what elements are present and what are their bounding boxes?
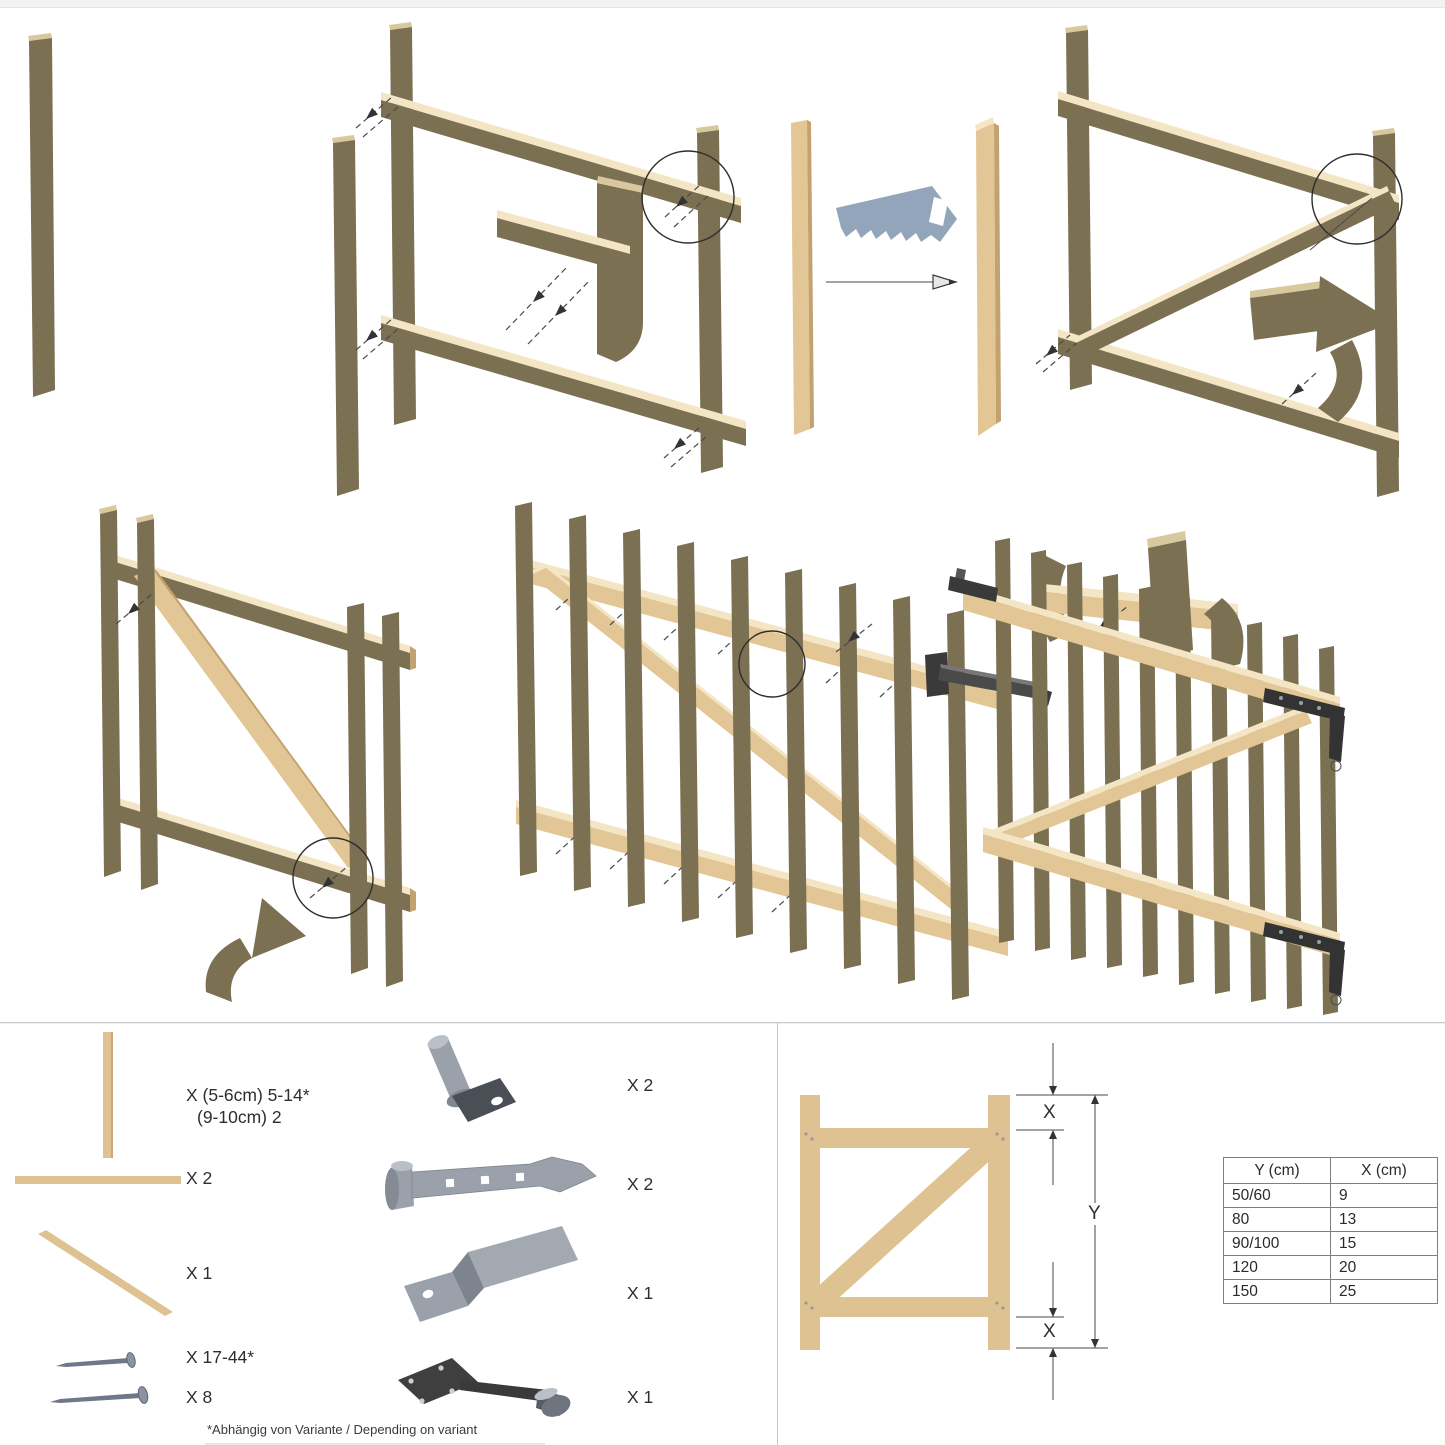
panel-divider-horizontal	[0, 1022, 1445, 1023]
rail-qty-label: X 2	[186, 1168, 213, 1188]
rail-fixing-callout	[497, 176, 643, 362]
parts-wood-icons	[15, 1032, 181, 1404]
parts-hardware-icons	[385, 1035, 597, 1417]
detail-circle	[641, 150, 735, 244]
hand-saw-icon	[836, 186, 957, 242]
table-header-y: Y (cm)	[1223, 1157, 1331, 1184]
hinge-pin-qty-label: X 2	[627, 1075, 654, 1095]
nail-icon	[56, 1352, 136, 1368]
detail-circle	[292, 837, 374, 919]
strap-hinge-top	[1263, 688, 1345, 772]
table-row: 120 20	[1223, 1255, 1438, 1280]
table-cell-x: 20	[1330, 1255, 1438, 1280]
step3-saw-illustration	[791, 117, 1001, 436]
latch-handle-qty-label: X 1	[627, 1387, 654, 1407]
detail-circle	[1311, 153, 1403, 245]
table-row: 150 25	[1223, 1279, 1438, 1304]
table-cell-y: 80	[1223, 1207, 1331, 1232]
picket-qty-label-line1: X (5-6cm) 5-14*	[186, 1085, 310, 1105]
table-row: 50/60 9	[1223, 1183, 1438, 1208]
nail-icon	[50, 1386, 149, 1404]
step6-picket-gate-illustration	[515, 502, 1244, 1000]
table-header-row: Y (cm) X (cm)	[1223, 1157, 1438, 1184]
rotate-arrow-icon	[205, 898, 306, 1002]
strap-hinge-bottom	[1263, 922, 1345, 1006]
table-cell-y: 50/60	[1223, 1183, 1331, 1208]
step4-braced-frame-illustration	[1035, 25, 1403, 497]
step7-finished-gate-illustration	[948, 538, 1345, 1015]
dimension-diagram	[800, 1043, 1108, 1400]
latch-keeper-qty-label: X 1	[627, 1283, 654, 1303]
table-cell-y: 150	[1223, 1279, 1331, 1304]
table-cell-x: 9	[1330, 1183, 1438, 1208]
detail-circle	[738, 630, 806, 698]
strap-hinge-icon	[385, 1156, 597, 1210]
dimension-table: Y (cm) X (cm) 50/60 9 80 13 90/100 15 12…	[1223, 1157, 1438, 1304]
table-cell-y: 120	[1223, 1255, 1331, 1280]
table-header-x: X (cm)	[1330, 1157, 1438, 1184]
rotate-arrow-icon	[1250, 276, 1394, 422]
brace-part-icon	[38, 1230, 173, 1316]
table-cell-x: 25	[1330, 1279, 1438, 1304]
nail-long-qty-label: X 8	[186, 1387, 213, 1407]
table-row: 90/100 15	[1223, 1231, 1438, 1256]
strap-hinge-qty-label: X 2	[627, 1174, 654, 1194]
picket-part-icon	[103, 1032, 111, 1158]
table-row: 80 13	[1223, 1207, 1438, 1232]
step1-post-illustration	[28, 33, 55, 397]
step5-frame-pickets-illustration	[99, 505, 416, 1002]
page-edge-strip	[0, 0, 1445, 8]
panel-divider-vertical	[777, 1023, 778, 1445]
dimension-x-top-label: X	[1041, 1102, 1058, 1124]
step2-frame-illustration	[355, 22, 746, 473]
brace-qty-label: X 1	[186, 1263, 213, 1283]
gate-latch-icon	[948, 568, 998, 602]
nail-short-qty-label: X 17-44*	[186, 1347, 255, 1367]
picket-qty-label-line2: (9-10cm) 2	[197, 1107, 282, 1127]
latch-handle-icon	[398, 1358, 571, 1417]
rail-part-icon	[15, 1176, 181, 1184]
dimension-y-label: Y	[1086, 1203, 1103, 1225]
latch-keeper-icon	[404, 1226, 578, 1322]
table-cell-x: 13	[1330, 1207, 1438, 1232]
dimension-x-bottom-label: X	[1041, 1321, 1058, 1343]
step2-post-illustration	[332, 135, 359, 496]
variant-footnote: *Abhängig von Variante / Depending on va…	[207, 1422, 478, 1437]
right-arrow-icon	[826, 274, 959, 290]
table-cell-y: 90/100	[1223, 1231, 1331, 1256]
hinge-pin-icon	[427, 1035, 516, 1122]
hinge-pin-being-fitted	[925, 652, 1052, 706]
table-cell-x: 15	[1330, 1231, 1438, 1256]
page-edge-bottom	[205, 1443, 545, 1445]
